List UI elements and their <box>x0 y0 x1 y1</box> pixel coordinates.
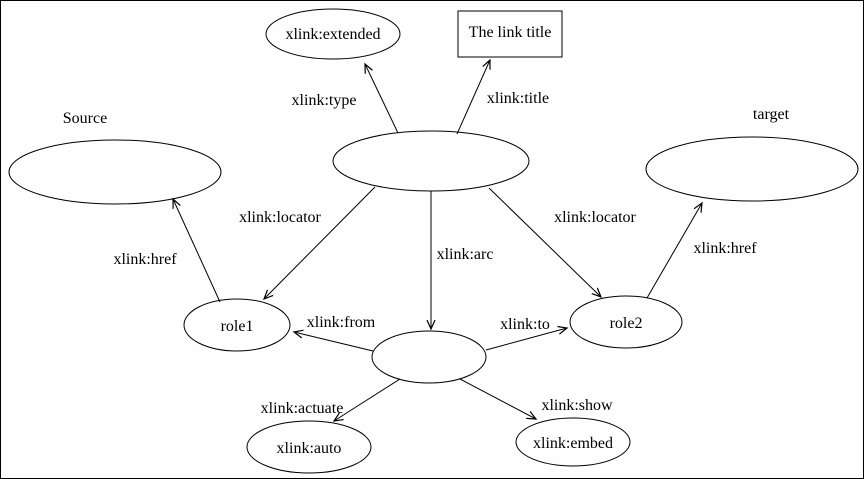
edge-type-arrow <box>365 64 399 134</box>
edge-to-arrow <box>485 328 567 351</box>
edge-label-arc: xlink:arc <box>437 246 494 263</box>
edge-label-href-right: xlink:href <box>693 240 757 257</box>
edge-label-title: xlink:title <box>487 90 549 107</box>
node-role1 <box>183 298 291 352</box>
edge-href-right-arrow <box>646 203 702 299</box>
caption-source: Source <box>63 110 107 127</box>
node-main-element <box>332 130 530 192</box>
edge-show-arrow <box>459 378 536 419</box>
label-xlink-extended: xlink:extended <box>285 26 380 43</box>
node-role2 <box>569 295 683 349</box>
edge-label-from: xlink:from <box>307 314 376 331</box>
caption-target: target <box>753 106 790 123</box>
edge-from-arrow <box>294 332 374 352</box>
node-source-resource <box>8 139 222 205</box>
label-link-title: The link title <box>469 24 552 41</box>
edge-label-show: xlink:show <box>541 397 613 414</box>
node-xlink-embed <box>515 417 631 467</box>
edge-locator-right-arrow <box>488 187 601 297</box>
label-xlink-auto: xlink:auto <box>277 440 342 457</box>
edge-title-arrow <box>456 60 490 135</box>
node-xlink-auto <box>246 420 372 474</box>
edge-label-locator-left: xlink:locator <box>239 209 321 226</box>
label-role2: role2 <box>610 315 643 332</box>
edge-label-href-left: xlink:href <box>113 251 177 268</box>
edge-locator-left-arrow <box>264 186 376 299</box>
edge-label-type: xlink:type <box>292 92 357 109</box>
node-link-title-rect <box>457 10 563 58</box>
edge-actuate-arrow <box>334 378 401 421</box>
edge-href-left-arrow <box>173 199 221 303</box>
label-xlink-embed: xlink:embed <box>533 435 613 452</box>
node-arc-element <box>371 330 487 384</box>
node-target-resource <box>645 136 859 202</box>
edge-label-to: xlink:to <box>500 316 550 333</box>
label-role1: role1 <box>221 318 254 335</box>
edge-label-locator-right: xlink:locator <box>554 209 636 226</box>
edge-label-actuate: xlink:actuate <box>261 400 344 417</box>
node-xlink-extended <box>265 8 401 60</box>
